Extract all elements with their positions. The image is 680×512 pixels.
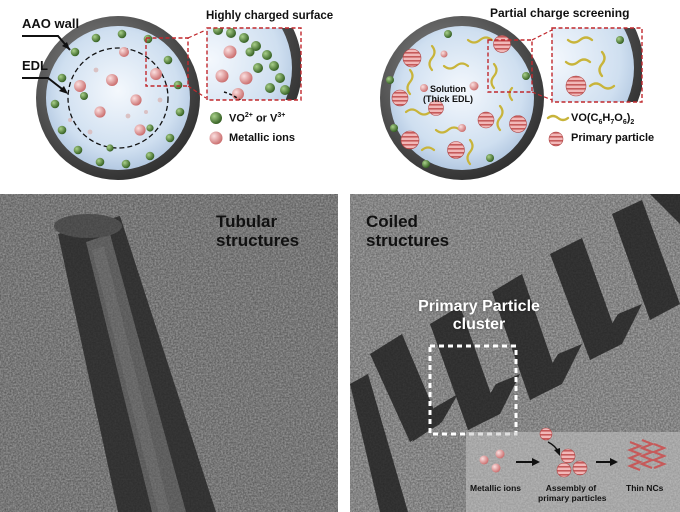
legend-red-ion-icon [209,131,223,145]
red-ions-right [420,50,479,132]
green-ions-ring [50,29,185,169]
complex-sub-4: 2 [630,119,635,127]
title-tubular: Tubular structures [216,212,299,250]
label-highly-charged-surface: Highly charged surface [206,10,334,22]
label-edl: EDL [22,58,48,73]
legend-vo-text: VO [229,112,245,125]
title-coiled-line1: Coiled [366,212,418,231]
legend-green-ion-icon [210,112,222,124]
tubular-structure-drawing [0,194,338,512]
step-arrow-2 [610,458,618,466]
red-ions-interior [74,47,162,136]
tem-image-tubular: Tubular structures [0,194,338,512]
step2-particles [539,427,588,478]
complex-part-d: ) [626,112,631,124]
step1-ions [479,449,505,473]
complex-sub-2: 7 [610,119,615,127]
legend-complex-label: VO(C6H7O6)2 [571,112,634,126]
solution-line1: Solution [430,84,466,94]
step2-line1: Assembly of [545,483,597,493]
label-step1-metallic-ions: Metallic ions [470,483,522,493]
step2-line2: primary particles [538,493,607,503]
cluster-line1: Primary Particle [418,298,540,315]
zoom-detail-charged-surface [206,27,302,101]
complex-part-a: VO(C [571,112,599,124]
zoom-region-box-right [487,39,533,93]
edl-schematic-right [380,16,643,180]
label-step3-thin-ncs: Thin NCs [626,483,664,493]
step-arrow-1 [532,458,540,466]
title-tubular-line1: Tubular [216,212,278,231]
zoom-region-box [145,37,189,87]
step3-coils [627,438,667,472]
legend-metallic-ions-label: Metallic ions [229,132,296,144]
legend-or-text: or V [252,112,278,125]
edl-boundary [67,47,169,149]
complex-ligands [404,36,514,166]
legend-vo-ions-label: VO2+ or V3+ [229,112,285,125]
legend-primary-particle-icon [548,131,564,147]
label-solution: Solution (Thick EDL) [418,84,478,104]
solution-line2: (Thick EDL) [422,94,473,104]
cluster-line2: cluster [452,316,506,333]
legend-vo-sup1: 2+ [244,112,253,119]
aao-pore-interior-right [390,26,534,170]
complex-sub-1: 6 [598,119,603,127]
title-coiled: Coiled structures [366,212,449,250]
edl-schematic-left [22,16,302,180]
title-coiled-line2: structures [366,231,450,250]
label-partial-charge-screening: Partial charge screening [490,6,630,20]
aao-pore-interior [46,26,190,170]
complex-sub-3: 6 [622,119,627,127]
edl-arrow [22,77,67,93]
legend-v-sup2: 3+ [277,112,286,119]
complex-part-c: O [614,112,623,124]
label-step2-assembly: Assembly of primary particles [538,483,607,503]
small-ions [68,67,163,135]
legend-complex-icon [546,114,570,122]
tem-image-coiled: Coiled structures Primary Particle clust… [350,194,680,512]
green-ions-right [386,30,530,168]
complex-part-b: H [602,112,611,124]
legend-primary-particle-label: Primary particle [571,132,655,144]
zoom-detail-partial-screening [551,27,643,103]
label-primary-particle-cluster: Primary Particle cluster [384,298,574,334]
label-aao-wall: AAO wall [22,16,80,31]
title-tubular-line2: structures [216,231,300,250]
coiled-structure-drawing [350,194,680,512]
primary-particles [391,35,527,159]
